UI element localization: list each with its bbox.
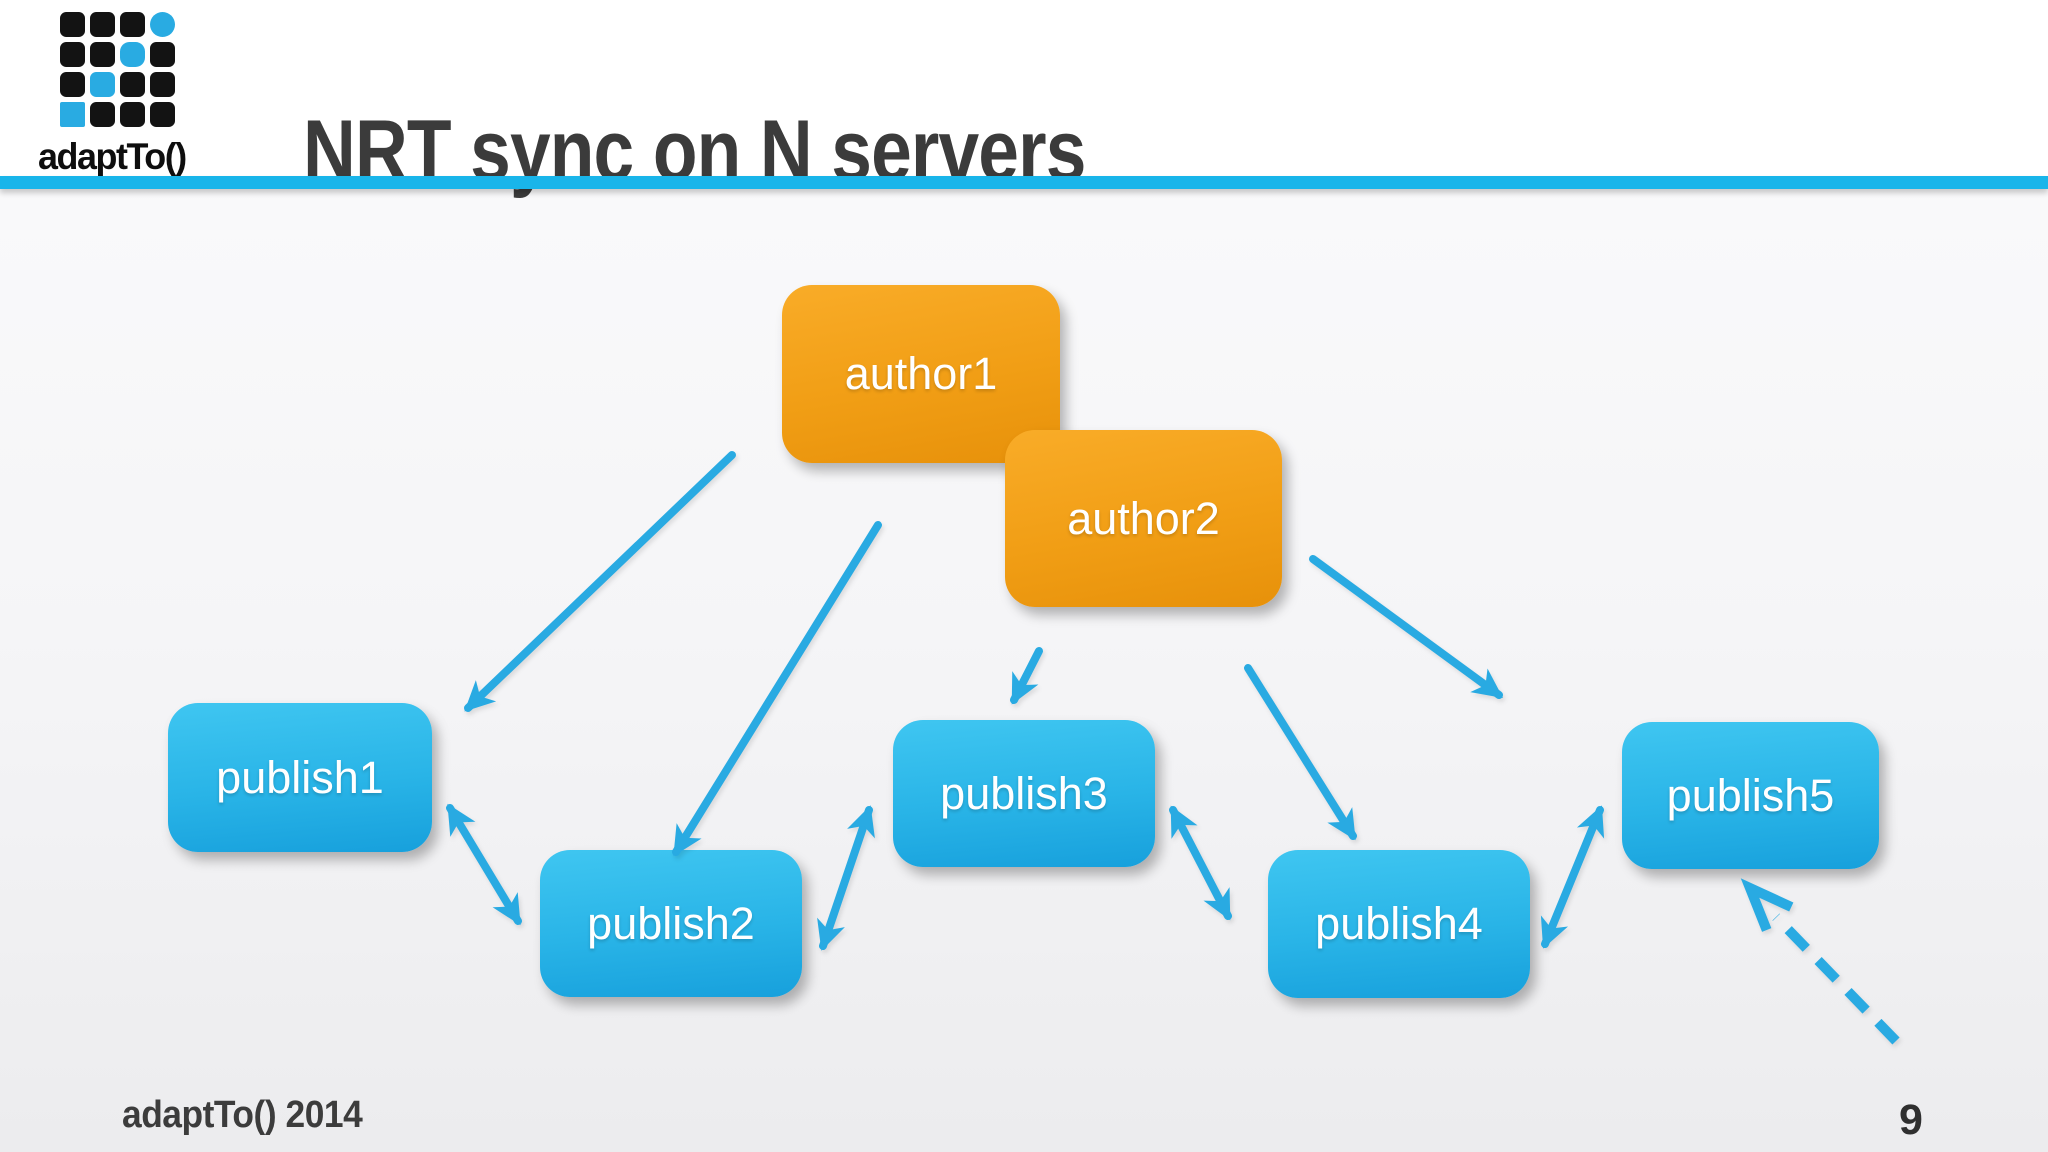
logo-grid-cell bbox=[60, 72, 85, 97]
adaptto-logo: adaptTo() bbox=[36, 12, 226, 178]
node-publish4: publish4 bbox=[1268, 850, 1530, 998]
node-publish5-label: publish5 bbox=[1666, 769, 1835, 821]
node-publish1-label: publish1 bbox=[216, 751, 384, 803]
node-author2: author2 bbox=[1005, 430, 1282, 607]
logo-grid-cell bbox=[120, 102, 145, 127]
logo-wordmark: adaptTo() bbox=[38, 136, 187, 177]
edge-author1-publish1 bbox=[464, 451, 736, 712]
logo-grid-cell bbox=[150, 72, 175, 97]
logo-grid-cell bbox=[120, 42, 145, 67]
edge-author2-publish5 bbox=[1309, 555, 1504, 699]
edge-dashed-incoming-publish5-arrowhead-icon bbox=[1740, 878, 1794, 932]
node-publish3-label: publish3 bbox=[940, 767, 1108, 819]
logo-grid-cell bbox=[150, 42, 175, 67]
logo-grid-cell bbox=[150, 12, 175, 37]
logo-grid-cell bbox=[60, 102, 85, 127]
node-publish1: publish1 bbox=[168, 703, 432, 852]
page-number: 9 bbox=[1899, 1096, 1923, 1144]
logo-grid-cell bbox=[60, 42, 85, 67]
edge-publish1-publish2 bbox=[446, 803, 522, 926]
edge-publish4-publish5 bbox=[1540, 805, 1605, 949]
node-publish4-label: publish4 bbox=[1315, 898, 1483, 949]
logo-grid-cell bbox=[90, 12, 115, 37]
edge-author1-publish2 bbox=[672, 521, 882, 857]
edge-author2-publish3 bbox=[1010, 647, 1043, 705]
edge-author2-publish4 bbox=[1244, 664, 1357, 841]
node-publish5: publish5 bbox=[1622, 722, 1879, 869]
node-author2-label: author2 bbox=[1067, 492, 1220, 544]
node-publish2-label: publish2 bbox=[587, 897, 755, 949]
edge-dashed-incoming-publish5-shaft bbox=[1772, 913, 1900, 1045]
logo-grid-cell bbox=[60, 12, 85, 37]
logo-grid-cell bbox=[120, 12, 145, 37]
header-accent-line bbox=[0, 176, 2048, 189]
edge-publish2-publish3 bbox=[817, 805, 875, 951]
logo-grid-cell bbox=[120, 72, 145, 97]
header: adaptTo() NRT sync on N servers bbox=[0, 0, 2048, 196]
node-publish2: publish2 bbox=[540, 850, 802, 997]
logo-grid-cell bbox=[150, 102, 175, 127]
logo-grid-cell bbox=[90, 102, 115, 127]
node-author1: author1 bbox=[782, 285, 1060, 463]
node-author1-label: author1 bbox=[844, 348, 998, 399]
logo-grid-cell bbox=[90, 72, 115, 97]
node-publish3: publish3 bbox=[893, 720, 1155, 867]
edge-publish3-publish4 bbox=[1169, 805, 1232, 921]
footer-credit: adaptTo() 2014 bbox=[122, 1094, 363, 1136]
adaptto-logo-icon bbox=[60, 12, 226, 127]
logo-grid-cell bbox=[90, 42, 115, 67]
